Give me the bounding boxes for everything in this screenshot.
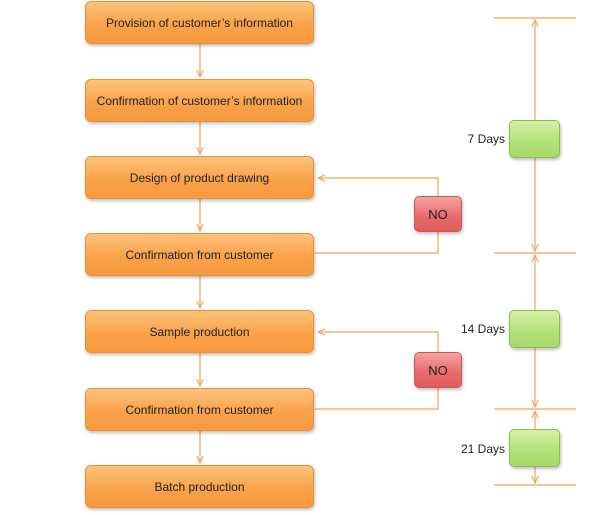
duration-label-7-days: 7 Days — [467, 132, 505, 146]
duration-label-14-days: 14 Days — [460, 322, 505, 336]
step-batch-production: Batch production — [85, 465, 314, 508]
duration-box-21-days — [509, 429, 560, 467]
step-confirmation-from-customer: Confirmation from customer — [85, 233, 314, 276]
no-decision-drawing: NO — [414, 196, 462, 232]
step-confirmation-of-customer-information: Confirmation of customer’s information — [85, 79, 314, 122]
duration-label-21-days: 21 Days — [460, 442, 505, 456]
no-decision-sample: NO — [414, 352, 462, 388]
duration-box-14-days — [509, 310, 560, 348]
step-design-of-product-drawing: Design of product drawing — [85, 156, 314, 199]
step-confirmation-from-customer-sample: Confirmation from customer — [85, 388, 314, 431]
step-provision-of-customer-information: Provision of customer’s information — [85, 1, 314, 44]
step-sample-production: Sample production — [85, 310, 314, 353]
duration-box-7-days — [509, 120, 560, 158]
